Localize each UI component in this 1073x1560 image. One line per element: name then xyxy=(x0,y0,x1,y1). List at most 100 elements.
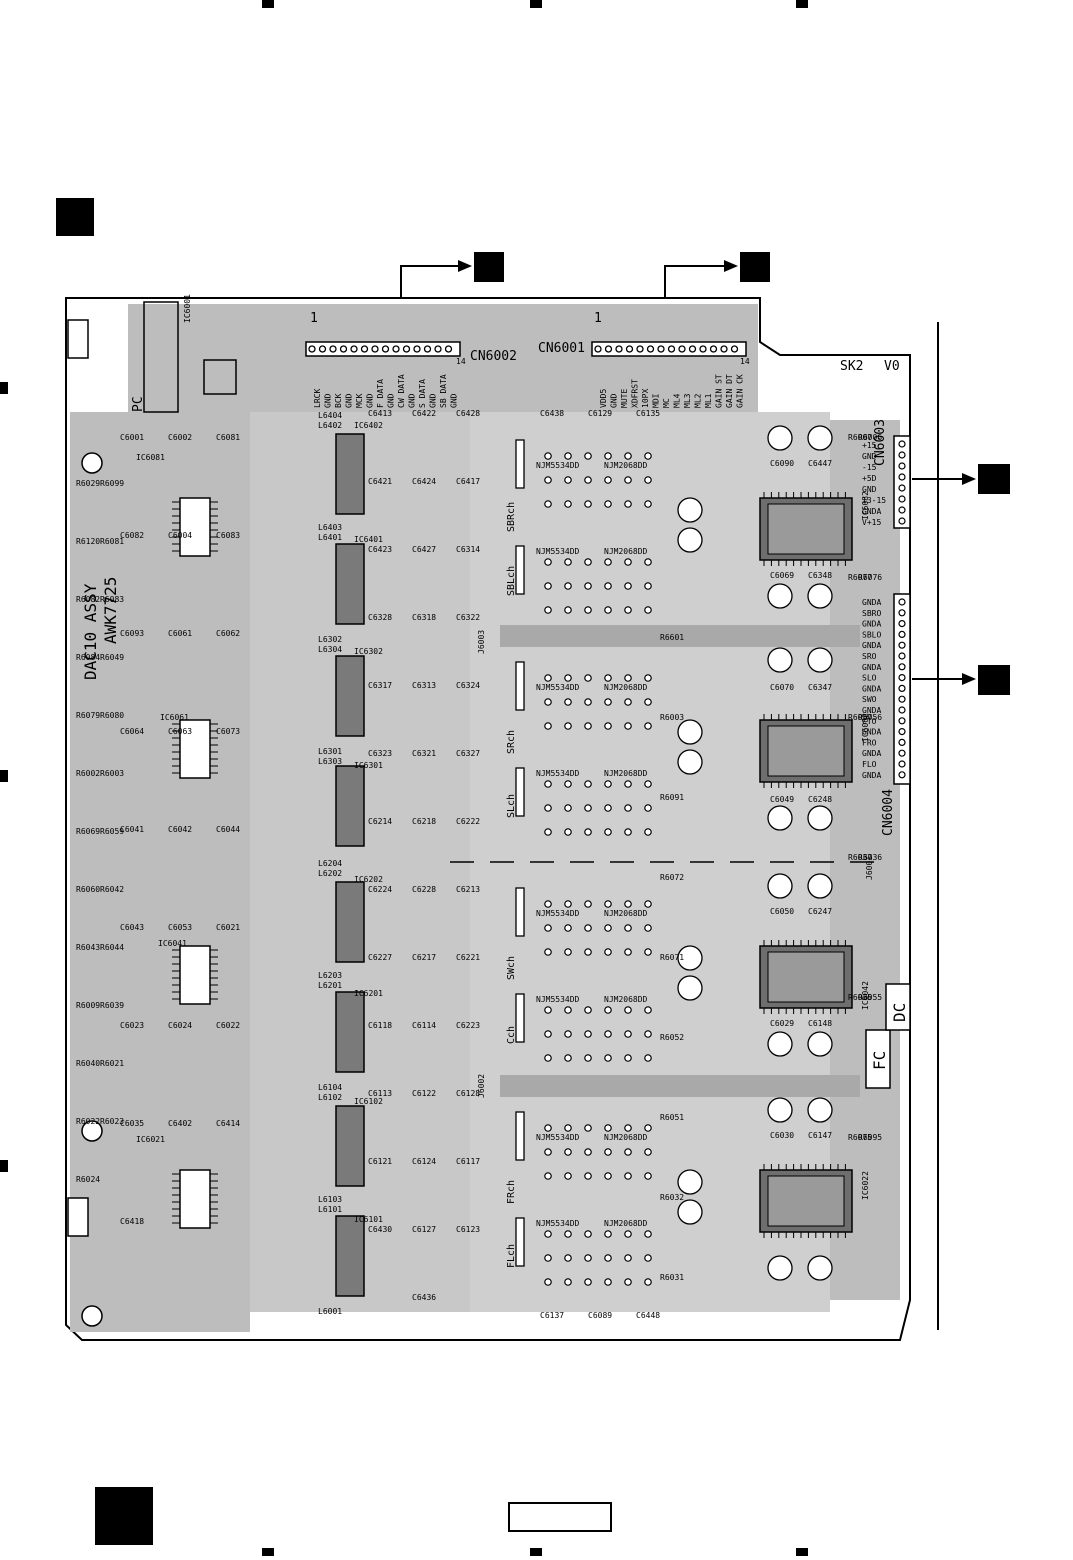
pad xyxy=(624,804,632,812)
capacitor-label: C6328 xyxy=(368,613,392,622)
cn6004-signal: GNDA xyxy=(862,684,881,693)
resistor-label: R6075 xyxy=(848,1133,872,1142)
pad xyxy=(564,674,572,682)
side-pin xyxy=(898,484,906,492)
resistor-label: R6079 xyxy=(76,711,100,720)
cn6004-signal: FRO xyxy=(862,738,877,747)
resistor-label: R6040 xyxy=(76,1059,100,1068)
capacitor-label: C6113 xyxy=(368,1089,392,1098)
side-pin xyxy=(898,652,906,660)
cn6001-signal: GAIN CK xyxy=(736,374,745,408)
capacitor-label: C6247 xyxy=(808,907,832,916)
pad xyxy=(604,722,612,730)
resistor-label: R6049 xyxy=(100,653,124,662)
resistor-label: R6042 xyxy=(100,885,124,894)
pad xyxy=(544,452,552,460)
pad xyxy=(604,558,612,566)
pad xyxy=(544,722,552,730)
side-pin xyxy=(898,473,906,481)
pad xyxy=(544,1254,552,1262)
cn6004-signal: SWO xyxy=(862,695,877,704)
ref-tag-cn6002 xyxy=(474,252,504,282)
pad xyxy=(604,674,612,682)
capacitor-body xyxy=(677,1169,703,1195)
label-cn6001: CN6001 xyxy=(538,341,585,356)
capacitor-body xyxy=(767,805,793,831)
channel-right-label: SBRch xyxy=(506,502,517,532)
capacitor-label: C6222 xyxy=(456,817,480,826)
resistor-label: R6072 xyxy=(660,873,684,882)
reg-mark-top-1 xyxy=(262,0,274,8)
capacitor-label: C6029 xyxy=(770,1019,794,1028)
header-pin xyxy=(699,345,707,353)
pad xyxy=(604,582,612,590)
capacitor-label: C6081 xyxy=(216,433,240,442)
cn6004-signal: GNDA xyxy=(862,771,881,780)
pad xyxy=(584,722,592,730)
cn6001-signal: GAIN ST xyxy=(715,374,724,408)
ic-label: IC6001 xyxy=(183,294,192,323)
opamp-ic-body xyxy=(335,991,365,1073)
pad xyxy=(604,900,612,908)
cn6002-signal: GND xyxy=(387,393,396,408)
reg-mark-left-3 xyxy=(0,1160,8,1172)
pad xyxy=(644,804,652,812)
cn6001-signal: 10PX xyxy=(641,389,650,408)
capacitor-label: C6004 xyxy=(168,531,192,540)
pad xyxy=(544,924,552,932)
capacitor-label: C6327 xyxy=(456,749,480,758)
capacitor-label: C6002 xyxy=(168,433,192,442)
capacitor-label: C6073 xyxy=(216,727,240,736)
pad xyxy=(624,698,632,706)
capacitor-label: C6427 xyxy=(412,545,436,554)
pad xyxy=(604,780,612,788)
ic-label: IC6022 xyxy=(861,1171,870,1200)
pad xyxy=(584,828,592,836)
opamp-ic-body xyxy=(335,543,365,625)
resistor-body xyxy=(515,439,525,489)
pad xyxy=(564,804,572,812)
resistor-label: R6084 xyxy=(76,653,100,662)
capacitor-body xyxy=(767,647,793,673)
inductor-label: L6202 xyxy=(318,869,342,878)
cn6003-signal: -15 xyxy=(862,463,877,472)
side-pin xyxy=(898,717,906,725)
side-pin xyxy=(898,706,906,714)
label-cn6002-pin14: 14 xyxy=(456,357,466,366)
capacitor-label: C6050 xyxy=(770,907,794,916)
resistor-label: R6037 xyxy=(848,853,872,862)
capacitor-label: C6214 xyxy=(368,817,392,826)
capacitor-body xyxy=(807,873,833,899)
ic-label: IC6301 xyxy=(354,761,383,770)
opamp1-label: NJM5534DD xyxy=(536,1133,580,1142)
side-pin xyxy=(898,517,906,525)
resistor-label: R6099 xyxy=(100,479,124,488)
pad xyxy=(644,1254,652,1262)
capacitor-label: C6228 xyxy=(412,885,436,894)
side-pin xyxy=(898,462,906,470)
ic-label: IC6202 xyxy=(354,875,383,884)
pad xyxy=(584,698,592,706)
reg-mark-left-2 xyxy=(0,770,8,782)
pad xyxy=(644,924,652,932)
ic-label: IC6061 xyxy=(160,713,189,722)
resistor-label: R6003 xyxy=(100,769,124,778)
ic-label: IC6402 xyxy=(354,421,383,430)
capacitor-label: C6428 xyxy=(456,409,480,418)
pad xyxy=(584,500,592,508)
pad xyxy=(604,1124,612,1132)
pad xyxy=(644,1124,652,1132)
dac-ic-body xyxy=(179,945,211,1005)
capacitor-label: C6413 xyxy=(368,409,392,418)
cn6003-signal: V+15 xyxy=(862,518,881,527)
mount-hole-3 xyxy=(81,1305,103,1327)
pad xyxy=(644,900,652,908)
capacitor-label: C6436 xyxy=(412,1293,436,1302)
cn6002-signal: CW DATA xyxy=(397,374,406,408)
pad xyxy=(644,476,652,484)
resistor-label: R6083 xyxy=(100,595,124,604)
cn6004-signal: GNDA xyxy=(862,706,881,715)
channel-right-label: SRch xyxy=(506,730,517,754)
pad xyxy=(624,1006,632,1014)
capacitor-label: C6418 xyxy=(120,1217,144,1226)
